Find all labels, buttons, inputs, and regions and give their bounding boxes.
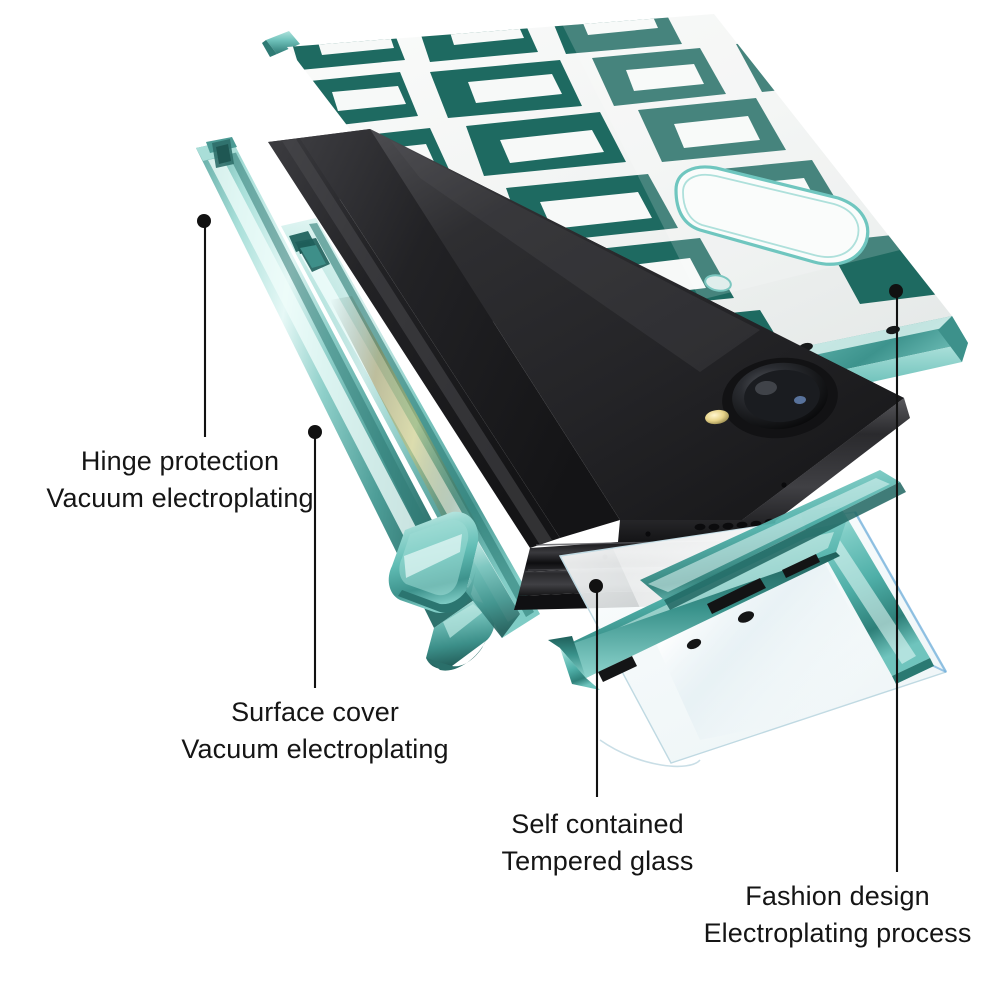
callout-surface-cover-line1: Surface cover xyxy=(231,697,399,727)
callout-surface-cover: Surface cover Vacuum electroplating xyxy=(145,694,485,768)
cover-camera-cutout xyxy=(674,165,870,292)
leader-dot-fashion-design xyxy=(889,284,903,298)
callout-hinge-protection-line2: Vacuum electroplating xyxy=(46,483,314,513)
callout-fashion-design-line2: Electroplating process xyxy=(703,918,972,948)
callout-hinge-protection: Hinge protection Vacuum electroplating xyxy=(0,443,360,517)
callout-fashion-design-line1: Fashion design xyxy=(745,881,930,911)
callout-surface-cover-line2: Vacuum electroplating xyxy=(181,734,449,764)
callout-fashion-design: Fashion design Electroplating process xyxy=(675,878,1000,952)
leader-dot-hinge-protection xyxy=(197,214,211,228)
surface-cover-bar xyxy=(281,218,540,638)
foldable-phone-body xyxy=(268,129,910,610)
leader-dot-tempered-glass xyxy=(589,579,603,593)
leader-dot-surface-cover xyxy=(308,425,322,439)
leader-dots xyxy=(197,214,903,593)
leader-lines xyxy=(203,222,899,872)
frame-port-cutouts xyxy=(598,554,820,682)
phone-camera-module xyxy=(722,357,838,439)
callout-tempered-glass: Self contained Tempered glass xyxy=(460,806,735,880)
callout-tempered-glass-line1: Self contained xyxy=(511,809,684,839)
callout-hinge-protection-line1: Hinge protection xyxy=(80,446,280,476)
hinge-protection-spine xyxy=(196,137,495,671)
hinge-hook-detail xyxy=(295,238,330,272)
front-electroplated-frame xyxy=(548,470,934,690)
callout-tempered-glass-line2: Tempered glass xyxy=(501,846,694,876)
phone-led-flash xyxy=(705,409,729,425)
